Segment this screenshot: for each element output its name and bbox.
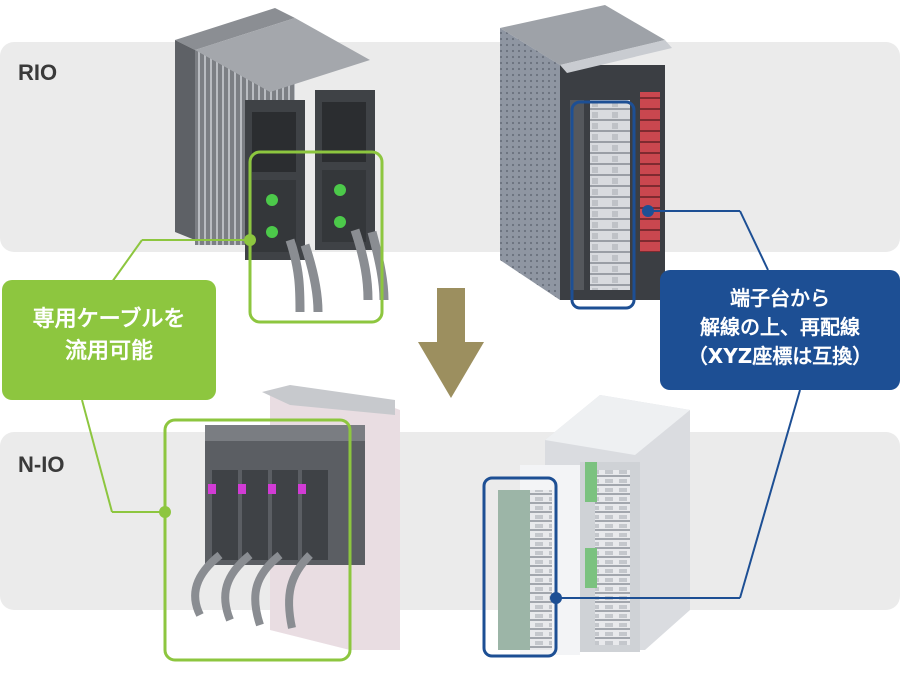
blue-connector-lines [550, 205, 801, 604]
cable-reuse-callout: 専用ケーブルを 流用可能 [2, 280, 216, 400]
rio-row-band [0, 42, 900, 252]
rio-right-device [500, 5, 672, 300]
nio-cable-highlight-box [163, 418, 352, 662]
rio-left-device [175, 8, 389, 313]
rewiring-callout: 端子台から 解線の上、再配線 （XYZ座標は互換） [660, 270, 900, 390]
nio-terminal-highlight-box [482, 476, 558, 658]
rio-row-label: RIO [18, 60, 58, 85]
nio-right-device [498, 395, 690, 655]
nio-left-device [191, 385, 400, 650]
green-connector-lines [81, 234, 256, 518]
nio-row-band [0, 432, 900, 610]
nio-row-label: N-IO [18, 452, 65, 477]
rio-terminal-highlight-box [570, 100, 636, 310]
transition-arrow-icon [418, 288, 484, 398]
cable-reuse-line-2: 流用可能 [64, 338, 153, 364]
rewiring-line-2: 解線の上、再配線 [700, 315, 860, 339]
cable-reuse-line-1: 専用ケーブルを [32, 307, 186, 332]
rewiring-line-3: （XYZ座標は互換） [687, 344, 873, 368]
rewiring-line-1: 端子台から [730, 286, 830, 310]
